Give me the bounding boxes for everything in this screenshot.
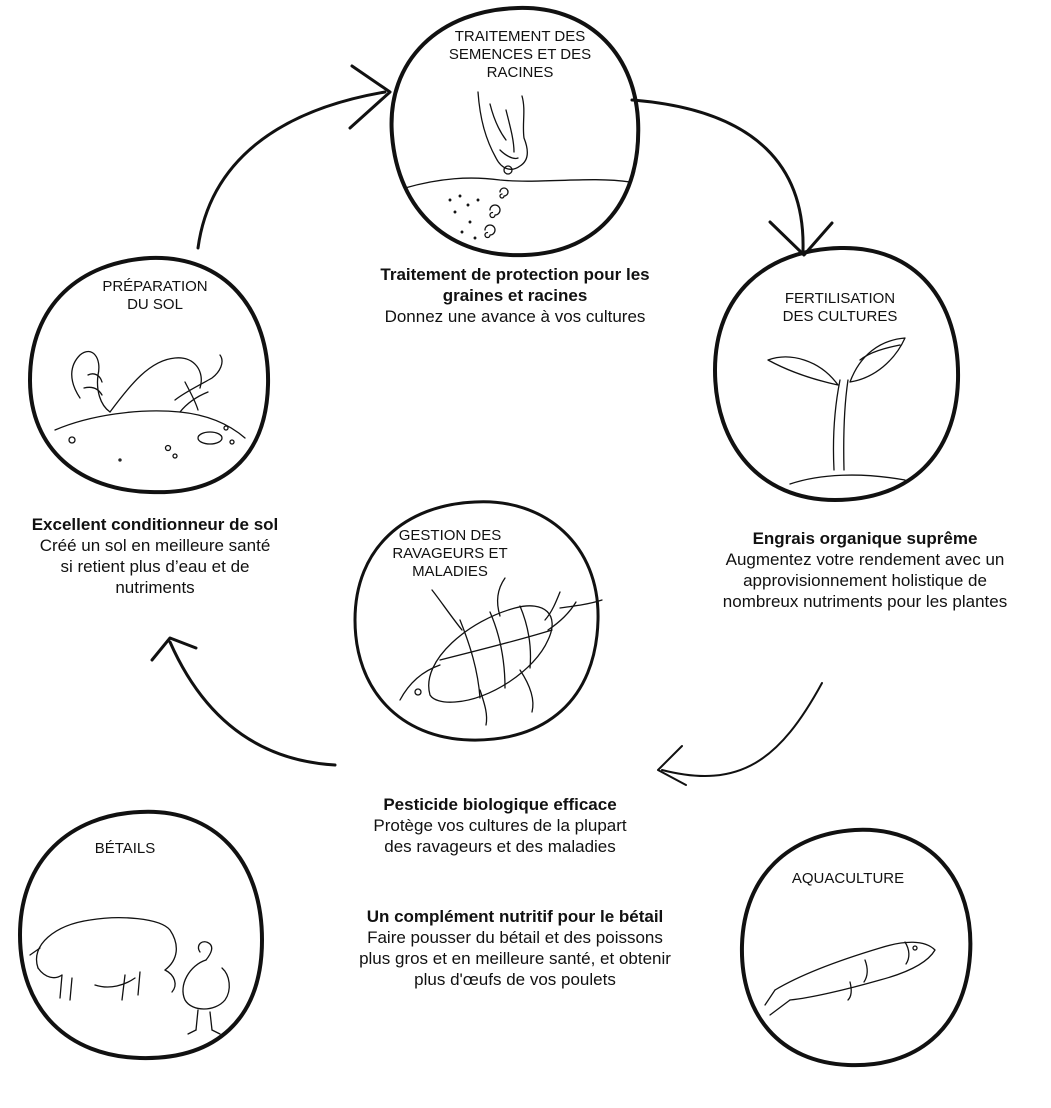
arrow-seeds-to-fertilisation <box>630 98 834 257</box>
beetle-icon <box>399 577 603 726</box>
arrow-pests-to-soil <box>150 636 337 767</box>
livestock-node-circle <box>18 809 264 1061</box>
fertilisation-caption: Engrais organique suprême Augmentez votr… <box>680 528 1050 612</box>
seeds-node-circle <box>389 5 641 258</box>
pests-caption-body: Protège vos cultures de la plupart des r… <box>373 816 627 856</box>
aquaculture-node-circle <box>739 827 973 1068</box>
livestock-node-label: BÉTAILS <box>94 840 156 857</box>
sprout-icon <box>767 337 906 485</box>
soil-node-circle <box>28 255 271 495</box>
livestock-caption: Un complément nutritif pour le bétail Fa… <box>290 906 740 990</box>
fertilisation-node-circle <box>713 245 961 502</box>
earthworm-soil-icon <box>54 350 246 462</box>
pests-node-circle <box>353 500 600 742</box>
soil-caption: Excellent conditionneur de sol Créé un s… <box>0 514 310 598</box>
arrow-soil-to-seeds <box>196 64 392 250</box>
pests-caption-title: Pesticide biologique efficace <box>383 795 617 814</box>
fertilisation-caption-title: Engrais organique suprême <box>752 529 978 548</box>
pests-node-label: GESTION DES RAVAGEURS ET MALADIES <box>392 527 508 580</box>
fertilisation-caption-body: Augmentez votre rendement avec un approv… <box>722 550 1008 611</box>
pig-and-chicken-icon <box>29 917 230 1035</box>
soil-node-label: PRÉPARATION DU SOL <box>102 278 208 313</box>
soil-caption-body: Créé un sol en meilleure santé si retien… <box>39 536 271 597</box>
fish-icon <box>764 941 936 1016</box>
seeds-caption-body: Donnez une avance à vos cultures <box>384 307 646 326</box>
hand-sowing-seeds-icon <box>404 91 631 240</box>
seeds-caption-title: Traitement de protection pour les graine… <box>380 265 650 305</box>
pests-caption: Pesticide biologique efficace Protège vo… <box>320 794 680 857</box>
fertilisation-node-label: FERTILISATION DES CULTURES <box>782 290 898 325</box>
arrow-fertilisation-to-pests <box>657 682 823 786</box>
aquaculture-node-label: AQUACULTURE <box>791 870 905 887</box>
seeds-caption: Traitement de protection pour les graine… <box>310 264 720 327</box>
livestock-caption-body: Faire pousser du bétail et des poissons … <box>359 928 671 989</box>
livestock-caption-title: Un complément nutritif pour le bétail <box>366 907 664 926</box>
soil-caption-title: Excellent conditionneur de sol <box>31 515 279 534</box>
seeds-node-label: TRAITEMENT DES SEMENCES ET DES RACINES <box>448 28 592 81</box>
